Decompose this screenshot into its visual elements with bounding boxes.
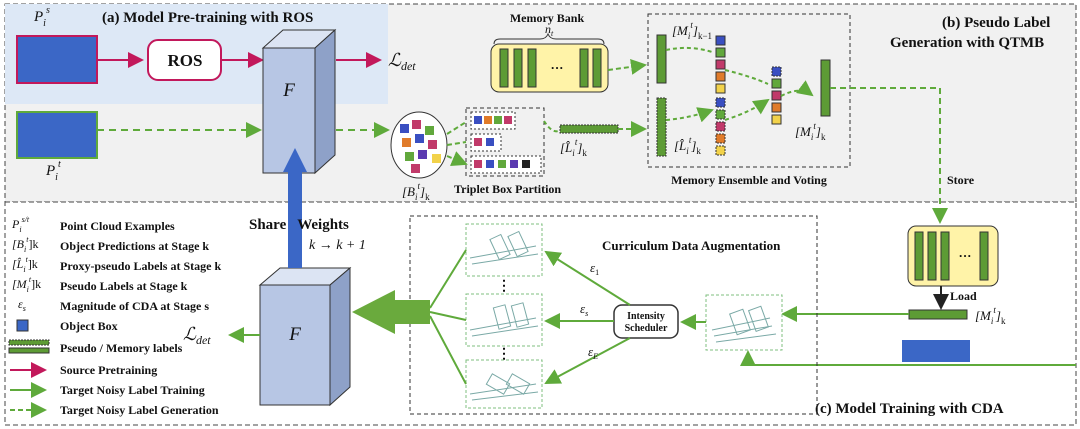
scheduler-to-augE-arrow — [544, 337, 631, 384]
memory-bank-lower-ellipsis: ··· — [958, 248, 971, 263]
legend-text-4: Magnitude of CDA at Stage s — [60, 299, 209, 313]
voted-column — [771, 66, 782, 125]
proxy-pseudo-labels-column-label: [L̂it]k — [674, 135, 701, 156]
share-weights-arrow-head — [283, 148, 307, 172]
store-label: Store — [947, 173, 975, 187]
scheduler-line2: Scheduler — [625, 323, 668, 334]
eps1-label: ε1 — [590, 260, 599, 277]
object-box-icon — [16, 319, 29, 332]
model-cube-upper: F — [261, 28, 337, 175]
voting-arrows — [724, 69, 768, 121]
pretraining-title: (a) Model Pre-training with ROS — [102, 10, 313, 26]
loaded-pseudo-labels-label: [Mit]k — [975, 305, 1006, 326]
curriculum-label: Curriculum Data Augmentation — [602, 238, 781, 253]
previous-pseudo-labels-label: [Mit]k−1 — [672, 20, 712, 41]
pseudo-labels-current — [820, 59, 831, 117]
store-arrow — [830, 87, 948, 224]
aug-vdots-1: ⋮ — [497, 279, 511, 294]
pseudo-title-line1: (b) Pseudo Label — [942, 15, 1050, 31]
memory-label-icon — [8, 347, 50, 354]
legend: Pis/t Point Cloud Examples [Bit]k Object… — [8, 215, 221, 418]
load-label: Load — [950, 289, 977, 303]
voting-column — [715, 35, 726, 156]
scheduler-line1: Intensity — [627, 311, 665, 322]
share-weights-arrow-shaft — [288, 168, 302, 268]
augmented-sample-E — [465, 359, 543, 409]
proxy-labels-label: [L̂it]k — [560, 137, 587, 158]
augmentations-merge-arrows — [429, 249, 467, 385]
legend-text-6: Pseudo / Memory labels — [60, 341, 183, 355]
augmented-sample-1 — [465, 223, 543, 277]
legend-sym-1: [Bit]k — [12, 235, 38, 254]
loss-label-upper: ℒdet — [388, 50, 416, 73]
legend-sym-4: εs — [18, 297, 26, 313]
scheduler-to-aug1-arrow — [544, 250, 631, 306]
stage-update-label: k → k + 1 — [309, 238, 366, 253]
predictions-to-triplets — [446, 121, 466, 164]
legend-text-5: Object Box — [60, 319, 118, 333]
memory-bank-brace — [493, 32, 605, 45]
ensemble-voting-panel — [647, 13, 851, 168]
source-point-cloud-label: Pis — [33, 5, 50, 29]
training-title: (c) Model Training with CDA — [815, 401, 1004, 417]
augmented-sample-s — [465, 293, 543, 347]
loaded-pseudo-labels — [908, 309, 968, 320]
ensemble-arrows — [665, 46, 712, 120]
curriculum-panel — [409, 215, 818, 415]
memory-bank-ellipsis: ··· — [550, 60, 563, 75]
proxy-pseudo-labels-column — [656, 97, 667, 157]
legend-text-2: Proxy-pseudo Labels at Stage k — [60, 259, 221, 273]
legend-text-8: Target Noisy Label Training — [60, 383, 205, 397]
legend-text-9: Target Noisy Label Generation — [60, 403, 219, 417]
model-symbol-lower: F — [288, 324, 301, 345]
memory-bank-to-ensemble-arrow — [607, 58, 647, 75]
target-point-cloud-label: Pit — [45, 159, 61, 183]
triplet-partition-label: Triplet Box Partition — [454, 182, 561, 196]
object-predictions-label: [Bit]k — [402, 181, 430, 202]
model-symbol-upper: F — [282, 80, 295, 101]
target-training-arrow — [740, 350, 1076, 366]
pseudo-labels-current-label: [Mit]k — [795, 121, 826, 142]
epsE-label: εE — [588, 344, 598, 361]
triplets-to-proxy-arrow — [543, 120, 561, 133]
sample-point-cloud — [705, 294, 783, 351]
legend-text-0: Point Cloud Examples — [60, 219, 175, 233]
target-object-box-lower — [902, 340, 970, 362]
memory-bank: ··· — [490, 43, 609, 93]
legend-text-3: Pseudo Labels at Stage k — [60, 279, 188, 293]
memory-bank-title: Memory Bank — [510, 11, 585, 25]
legend-sym-2: [L̂it]k — [12, 255, 38, 274]
target-point-cloud-box — [16, 111, 98, 159]
legend-sym-3: [Mit]k — [12, 275, 41, 294]
legend-text-7: Source Pretraining — [60, 363, 157, 377]
pseudo-title-line2: Generation with QTMB — [890, 35, 1044, 51]
legend-text-1: Object Predictions at Stage k — [60, 239, 209, 253]
aug-vdots-2: ⋮ — [497, 347, 511, 362]
ros-label: ROS — [168, 51, 203, 70]
voted-to-pseudo-arrow — [780, 80, 814, 97]
epss-label: εs — [580, 301, 588, 318]
memory-bank-count: nt — [545, 22, 554, 38]
loss-label-lower: ℒdet — [183, 324, 211, 347]
share-weights-label: Share Weights — [249, 217, 349, 233]
source-point-cloud-box — [16, 35, 98, 84]
training-thick-arrow — [352, 290, 430, 334]
pseudo-label-icon — [8, 339, 50, 346]
model-cube-lower: F — [258, 266, 352, 407]
proxy-labels-bar — [559, 124, 619, 134]
object-predictions — [390, 111, 448, 179]
previous-pseudo-labels — [656, 34, 667, 84]
ensemble-voting-label: Memory Ensemble and Voting — [671, 173, 827, 187]
memory-bank-lower: ··· — [907, 225, 999, 287]
